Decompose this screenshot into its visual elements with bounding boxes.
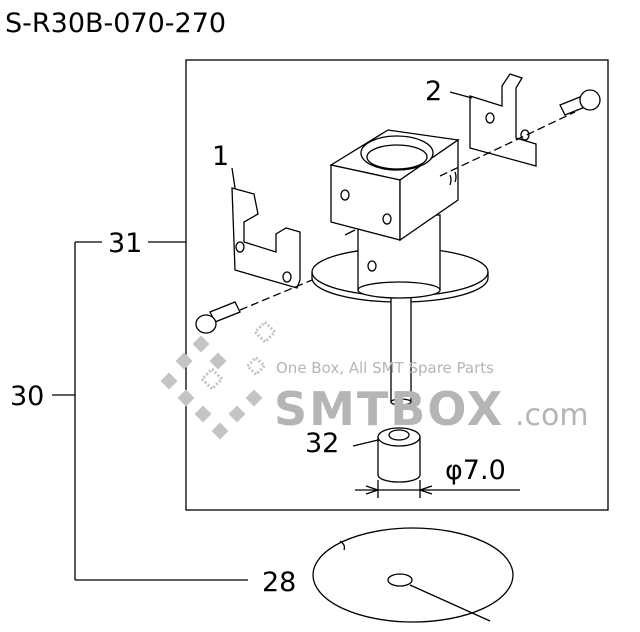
watermark-brand: SMTBOX — [274, 382, 504, 436]
assembly-frame — [185, 59, 609, 511]
callout-30: 30 — [10, 381, 44, 412]
leader-lines — [52, 241, 248, 581]
callout-28: 28 — [262, 567, 296, 598]
callout-2: 2 — [425, 76, 442, 107]
part-1-clip — [195, 167, 313, 334]
watermark-suffix: .com — [515, 398, 589, 433]
diagram-title: S-R30B-070-270 — [5, 8, 226, 39]
callout-31: 31 — [108, 228, 142, 259]
part-32-bushing — [352, 427, 520, 498]
part-2-clip — [439, 73, 601, 177]
part-28-disc — [312, 527, 514, 623]
watermark-logo — [160, 319, 278, 440]
part-31-holder — [311, 129, 489, 406]
watermark-tagline: One Box, All SMT Spare Parts — [276, 359, 494, 377]
dimension-diameter: φ7.0 — [445, 455, 506, 486]
callout-32: 32 — [305, 428, 339, 459]
callout-1: 1 — [212, 141, 229, 172]
